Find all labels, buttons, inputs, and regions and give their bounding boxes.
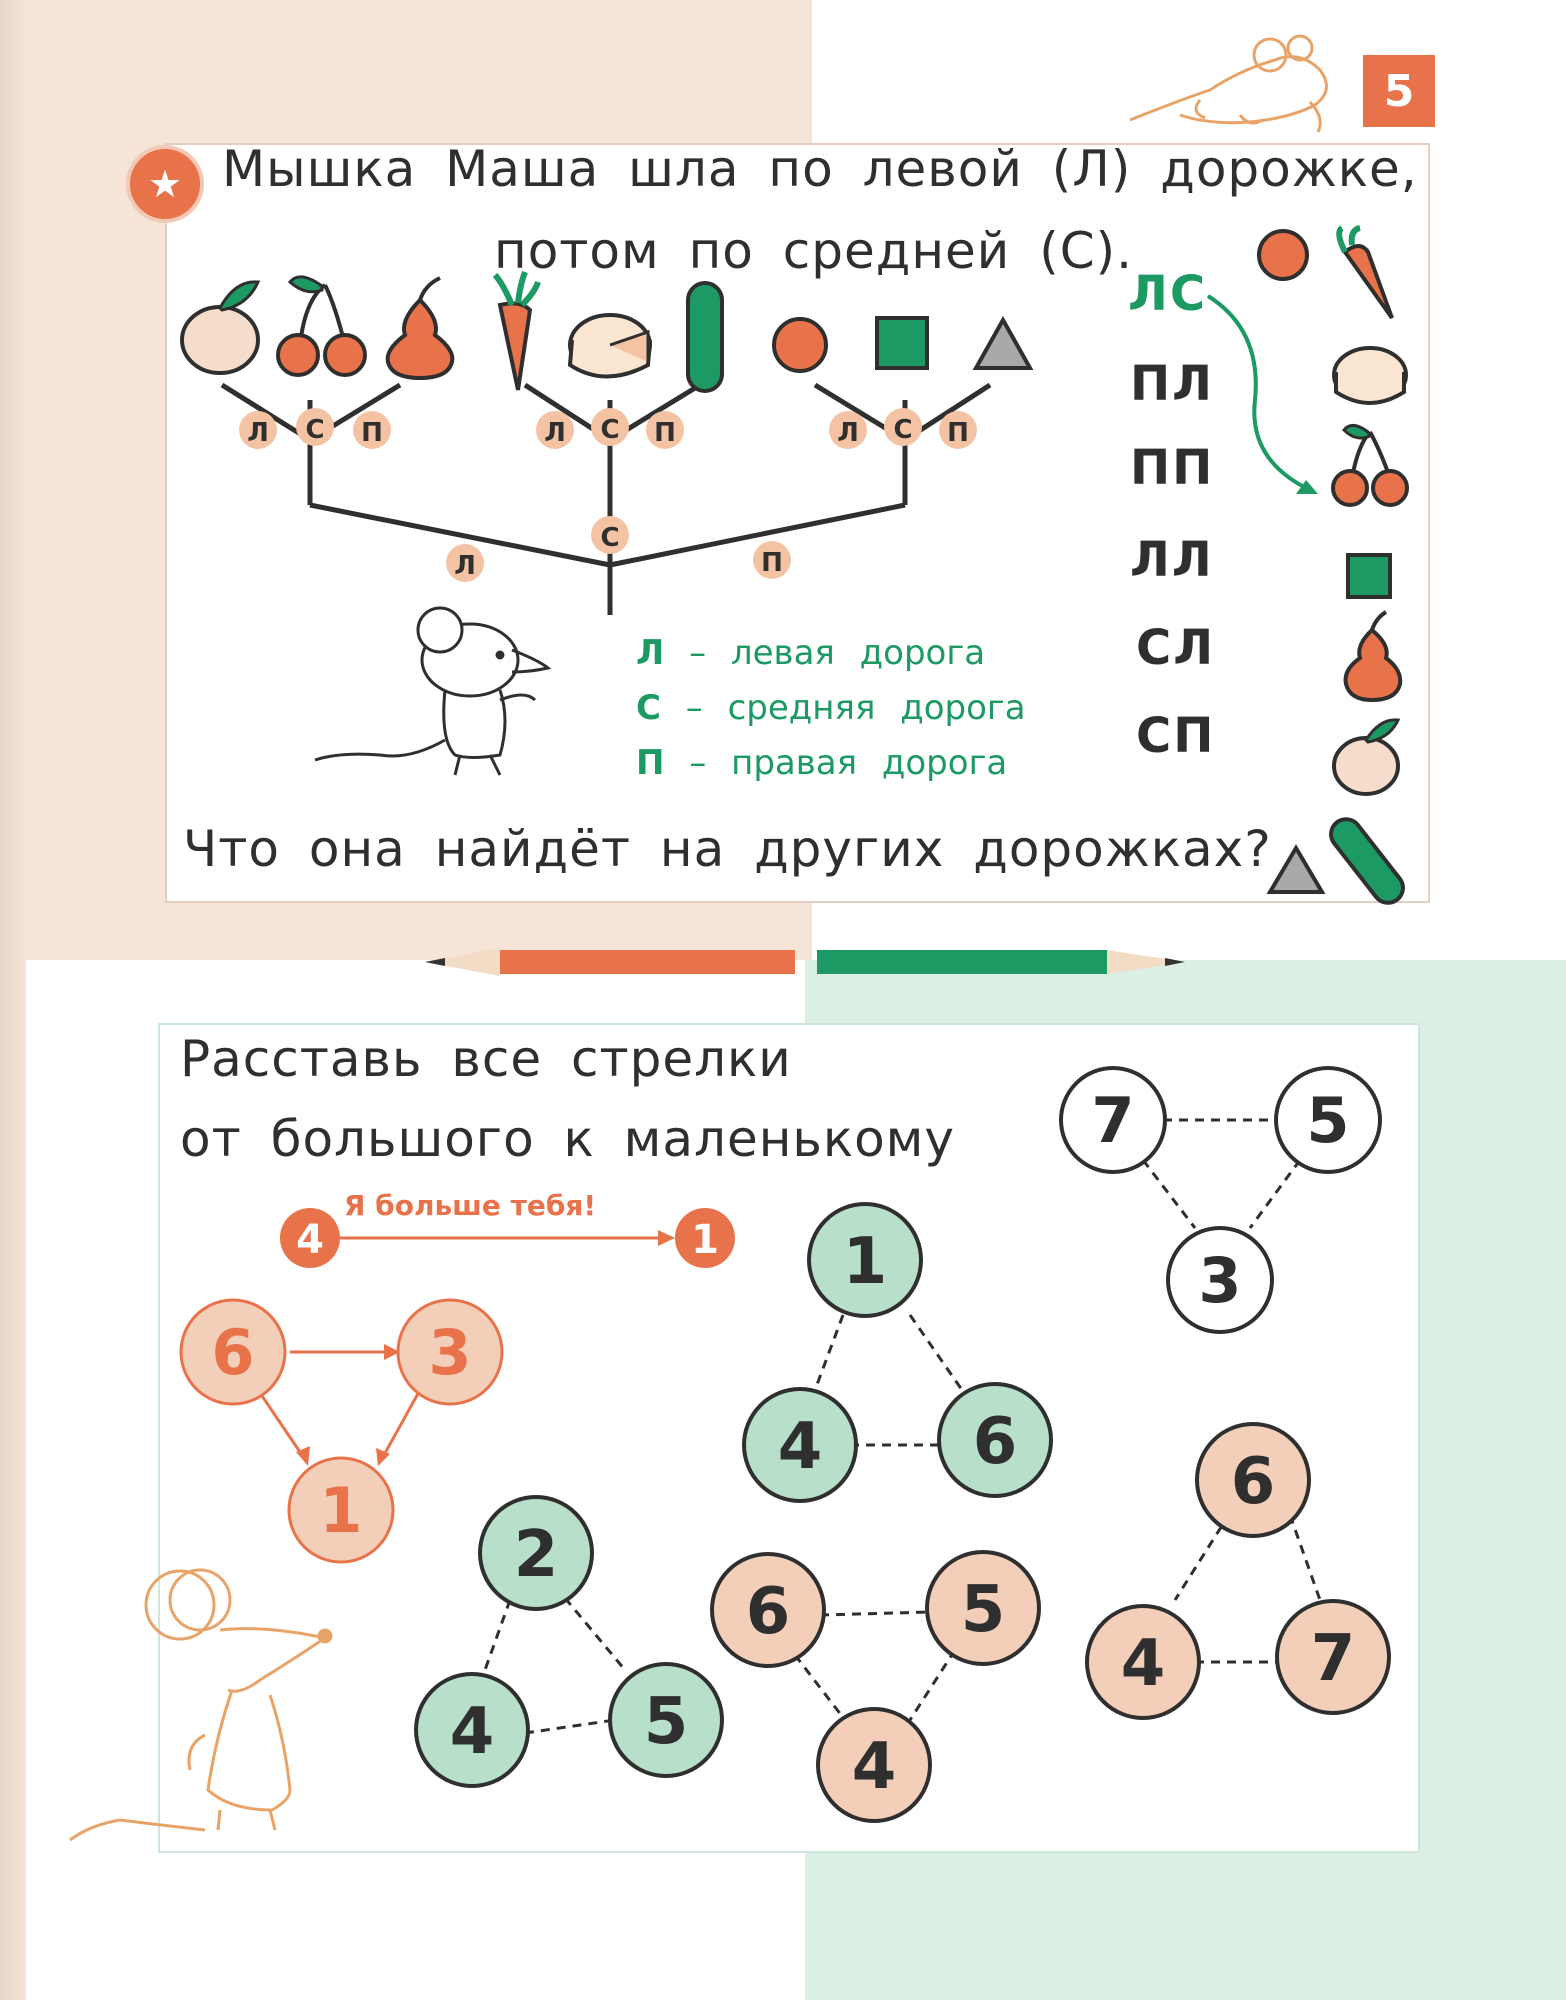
svg-text:6: 6 bbox=[746, 1575, 791, 1649]
task2-instruction-line2: от большого к маленькому bbox=[180, 1110, 955, 1168]
svg-text:6: 6 bbox=[973, 1405, 1018, 1479]
answer-arrow bbox=[1206, 294, 1311, 492]
tree-node-p: П bbox=[753, 541, 791, 579]
orange-pencil-icon bbox=[425, 948, 795, 976]
legend-middle: С – средняя дорога bbox=[636, 688, 1026, 728]
svg-text:С: С bbox=[893, 415, 912, 445]
svg-text:6: 6 bbox=[211, 1316, 254, 1389]
svg-text:4: 4 bbox=[852, 1730, 897, 1804]
svg-text:5: 5 bbox=[961, 1573, 1006, 1647]
answer-arrow-head bbox=[1296, 480, 1318, 494]
svg-text:7: 7 bbox=[1311, 1622, 1356, 1696]
puzzle-peach-triangle: 6 4 7 bbox=[1085, 1422, 1391, 1720]
svg-text:П: П bbox=[947, 418, 969, 448]
puzzle-mint-triangle: 1 4 6 bbox=[742, 1202, 1053, 1503]
task2-instruction-line1: Расставь все стрелки bbox=[180, 1030, 792, 1088]
example-triangle: 6 3 1 bbox=[179, 1298, 504, 1564]
legend-right: П – правая дорога bbox=[636, 743, 1008, 783]
answer-cherry-icon bbox=[1331, 424, 1409, 507]
sleeping-mouse-icon bbox=[1129, 34, 1328, 133]
example-pair: Я больше тебя! 4 1 bbox=[280, 1189, 735, 1268]
cheese-icon bbox=[567, 313, 652, 379]
carrot-icon bbox=[492, 270, 541, 391]
svg-text:3: 3 bbox=[1198, 1244, 1241, 1317]
svg-text:С: С bbox=[305, 415, 324, 445]
answer-triangle-icon bbox=[1266, 844, 1326, 894]
task1-question: Что она найдёт на других дорожках? bbox=[183, 820, 1272, 878]
cherry-icon bbox=[276, 275, 367, 377]
task1-instruction-line1: Мышка Маша шла по левой (Л) дорожке, bbox=[222, 140, 1418, 198]
tree-node-s: С bbox=[591, 516, 629, 554]
svg-text:1: 1 bbox=[319, 1474, 362, 1547]
svg-text:1: 1 bbox=[691, 1217, 719, 1263]
svg-text:С: С bbox=[600, 415, 619, 445]
standing-mouse-icon bbox=[69, 1568, 333, 1842]
svg-text:Л: Л bbox=[837, 418, 859, 448]
apple-icon bbox=[180, 280, 261, 375]
legend-left: Л – левая дорога bbox=[636, 633, 986, 673]
svg-text:7: 7 bbox=[1091, 1084, 1134, 1157]
branch3-labels: Л С П bbox=[829, 408, 977, 449]
answer-square-icon bbox=[1346, 553, 1392, 599]
route-code-6: СП bbox=[1136, 708, 1216, 764]
answer-carrot-icon bbox=[1336, 225, 1394, 320]
route-code-2: ПЛ bbox=[1130, 356, 1215, 412]
svg-text:1: 1 bbox=[843, 1225, 888, 1299]
answer-apple-icon bbox=[1332, 718, 1401, 796]
svg-text:Л: Л bbox=[454, 551, 476, 581]
svg-text:П: П bbox=[654, 418, 676, 448]
tree-node-l: Л bbox=[446, 544, 484, 582]
task1-panel bbox=[165, 143, 1430, 903]
branch1-labels: Л С П bbox=[239, 408, 391, 449]
star-icon: ★ bbox=[126, 145, 204, 223]
square-shape-icon bbox=[875, 316, 929, 370]
puzzle-peach-diamond: 6 5 4 bbox=[710, 1550, 1041, 1823]
puzzle-white: 7 5 3 bbox=[1059, 1066, 1382, 1334]
triangle-shape-icon bbox=[972, 315, 1034, 370]
puzzle-dashed-links bbox=[483, 1118, 1322, 1735]
page-number: 5 bbox=[1363, 55, 1435, 127]
book-spine bbox=[0, 0, 26, 2000]
answer-circle-icon bbox=[1257, 229, 1309, 281]
svg-text:6: 6 bbox=[1231, 1445, 1276, 1519]
answer-pear-icon bbox=[1343, 610, 1403, 703]
branch2-labels: Л С П bbox=[536, 408, 684, 449]
route-code-3: ПП bbox=[1130, 440, 1215, 496]
example-speech: Я больше тебя! bbox=[344, 1189, 596, 1222]
route-code-5: СЛ bbox=[1136, 620, 1216, 676]
task1-instruction-line2: потом по средней (С). bbox=[494, 222, 1134, 280]
answer-cheese-icon bbox=[1332, 346, 1408, 405]
walking-mouse-icon bbox=[314, 606, 552, 776]
cucumber-icon bbox=[686, 281, 724, 393]
circle-shape-icon bbox=[772, 317, 828, 373]
svg-text:5: 5 bbox=[1306, 1084, 1349, 1157]
answer-cucumber-icon bbox=[1329, 817, 1405, 905]
svg-text:4: 4 bbox=[778, 1410, 823, 1484]
svg-text:П: П bbox=[761, 548, 783, 578]
svg-text:3: 3 bbox=[428, 1316, 471, 1389]
tree-lines bbox=[220, 382, 992, 615]
svg-text:Л: Л bbox=[544, 418, 566, 448]
svg-text:П: П bbox=[361, 418, 383, 448]
svg-text:5: 5 bbox=[644, 1685, 689, 1759]
svg-text:4: 4 bbox=[450, 1695, 495, 1769]
svg-text:2: 2 bbox=[514, 1518, 559, 1592]
svg-text:4: 4 bbox=[1121, 1627, 1166, 1701]
svg-text:С: С bbox=[600, 523, 619, 553]
svg-text:4: 4 bbox=[296, 1217, 324, 1263]
green-pencil-icon bbox=[817, 950, 1185, 974]
route-code-4: ЛЛ bbox=[1130, 532, 1214, 588]
route-code-1: ЛС bbox=[1128, 266, 1208, 322]
puzzle-mint-small: 2 4 5 bbox=[414, 1495, 724, 1788]
pear-icon bbox=[385, 276, 455, 381]
svg-text:Л: Л bbox=[247, 418, 269, 448]
